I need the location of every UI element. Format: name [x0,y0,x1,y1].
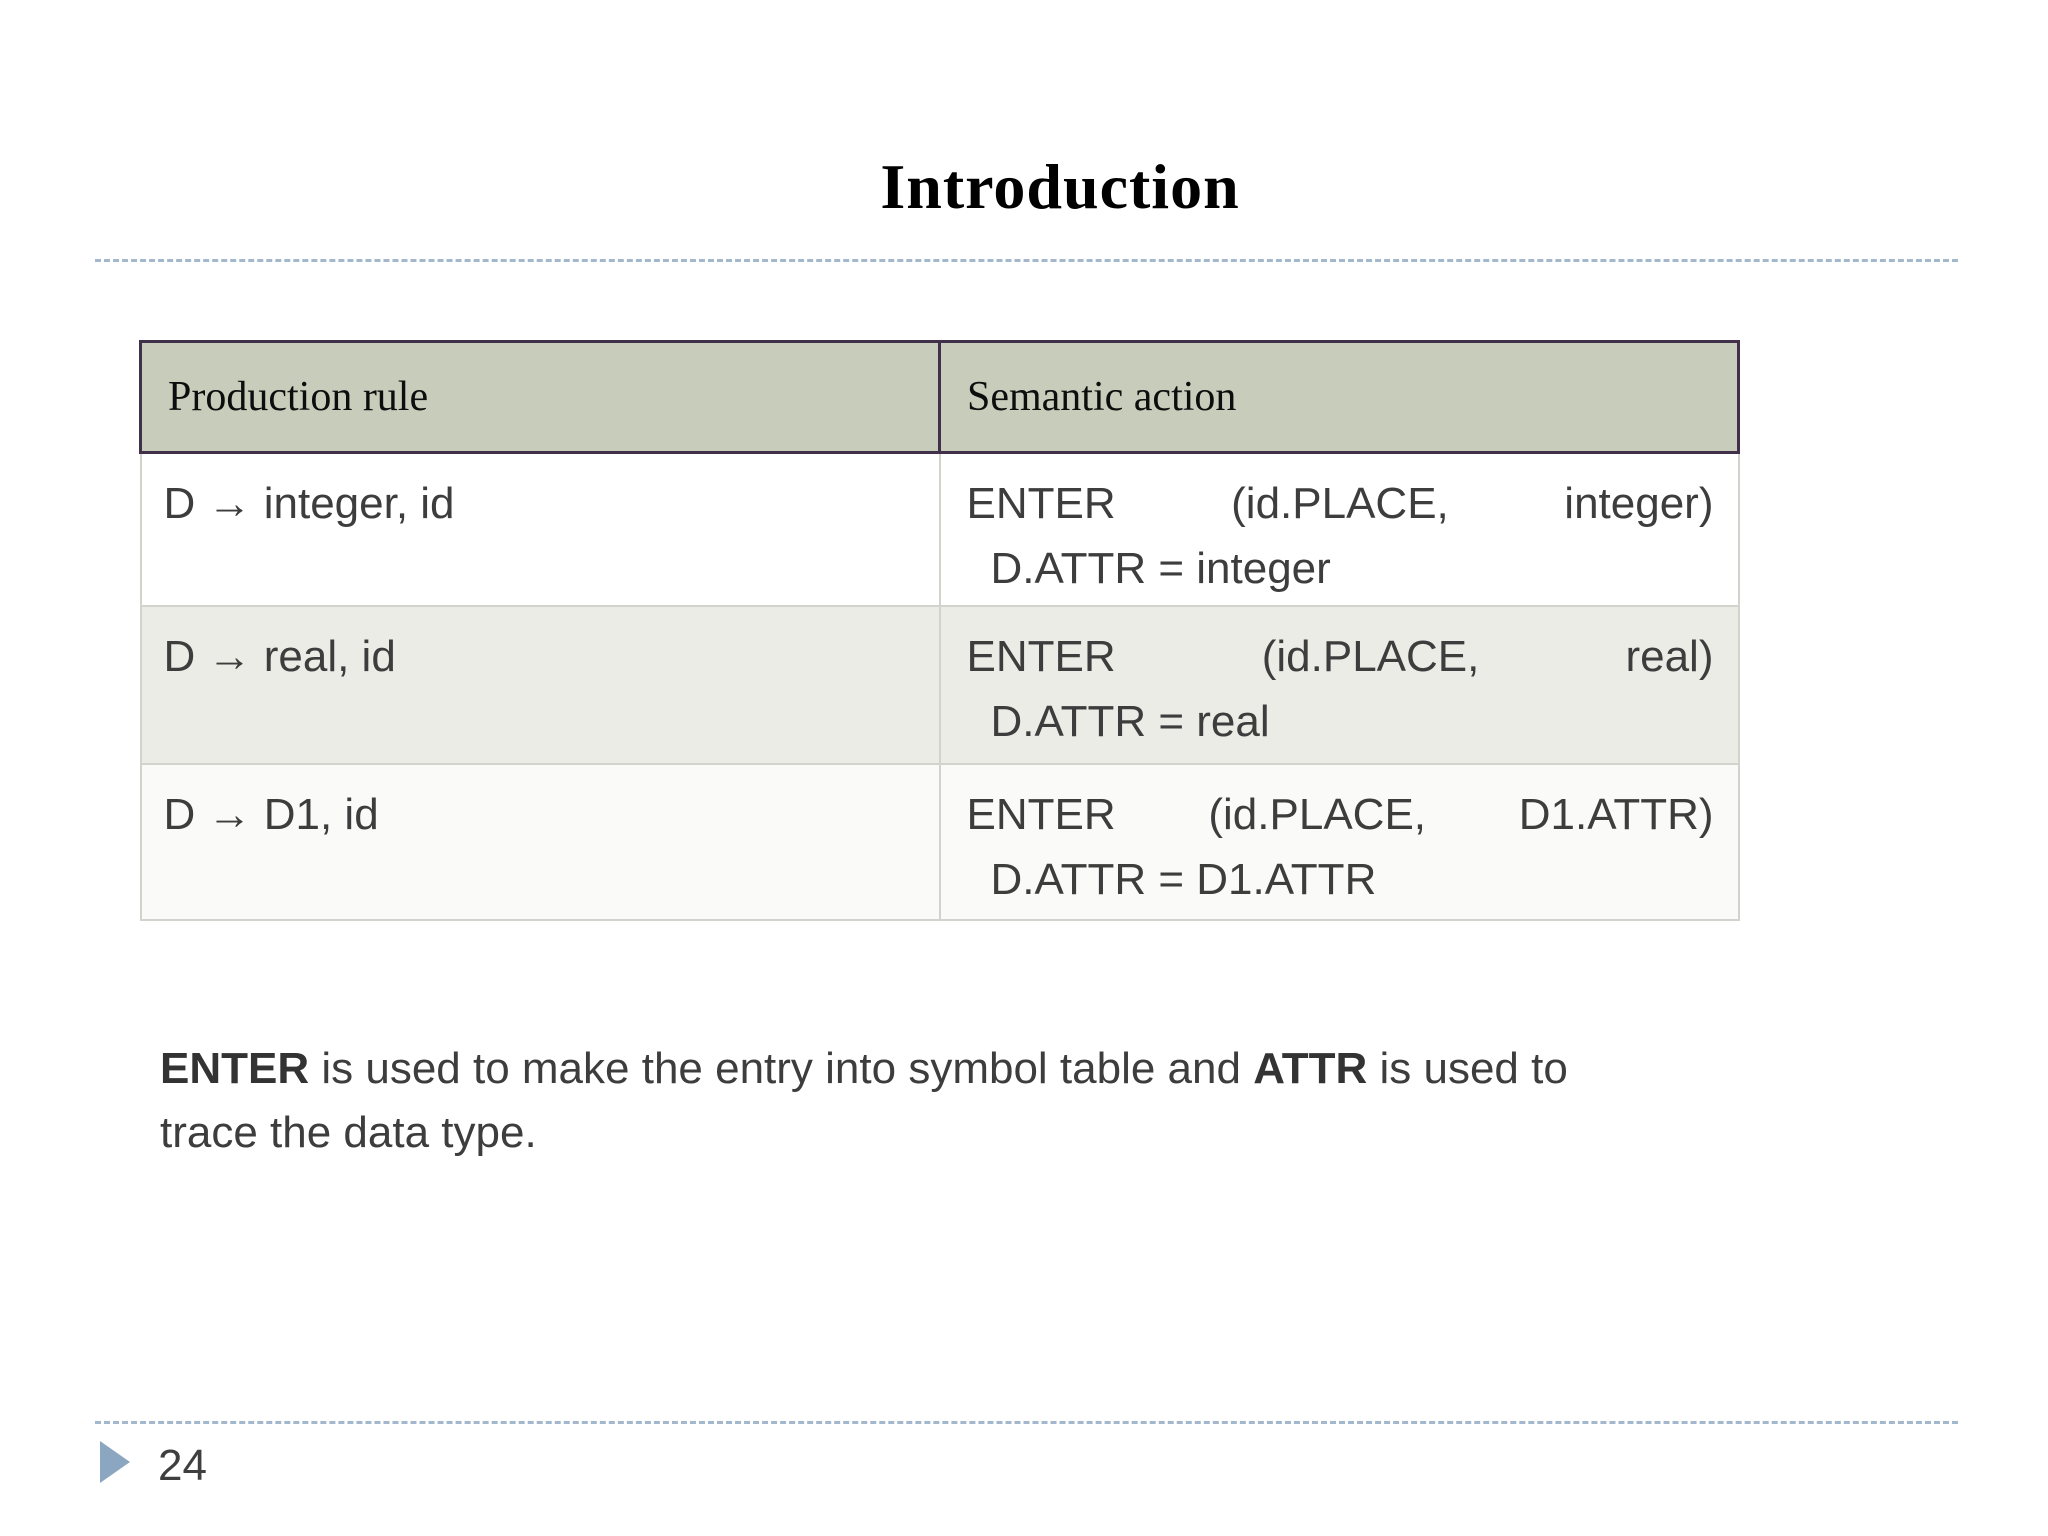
action-token: (id.PLACE, [1231,479,1449,528]
table-row: D → D1, id ENTER (id.PLACE, D1.ATTR) D.A… [139,762,1740,921]
action-token: ENTER [966,789,1116,839]
right-triangle-icon [100,1441,130,1483]
production-rule-text: D → real, id [163,631,396,681]
note-bold-enter: ENTER [160,1044,310,1093]
production-rule-text: D → D1, id [163,789,379,839]
table-header-row: Production rule Semantic action [139,340,1740,454]
semantic-action-line2: D.ATTR = D1.ATTR [990,854,1377,904]
table-row: D → integer, id ENTER (id.PLACE, integer… [139,451,1740,607]
page-number: 24 [158,1441,207,1490]
explanatory-note: ENTER is used to make the entry into sym… [160,1037,1620,1165]
semantic-action-cell: ENTER (id.PLACE, integer) D.ATTR = integ… [938,451,1740,607]
production-rule-text: D → integer, id [163,479,455,528]
semantic-action-cell: ENTER (id.PLACE, D1.ATTR) D.ATTR = D1.AT… [938,762,1740,921]
note-text: is used to make the entry into symbol ta… [309,1044,1254,1093]
action-token: ENTER [966,631,1116,681]
semantic-action-cell: ENTER (id.PLACE, real) D.ATTR = real [938,604,1740,765]
action-token: ENTER [966,479,1116,528]
footer-divider-dashed-line [95,1421,1958,1424]
production-rule-cell: D → D1, id [139,762,941,921]
semantic-action-line1: ENTER (id.PLACE, real) [963,631,1714,682]
action-token: (id.PLACE, [1208,789,1427,839]
note-text: is used to trace the data type. [160,1044,1568,1157]
column-header-production-rule: Production rule [139,340,941,454]
action-token: (id.PLACE, [1261,631,1480,681]
production-rule-cell: D → real, id [139,604,941,765]
semantic-actions-table: Production rule Semantic action D → inte… [139,340,1740,921]
table-row: D → real, id ENTER (id.PLACE, real) D.AT… [139,604,1740,765]
note-bold-attr: ATTR [1253,1044,1368,1093]
semantic-action-line1: ENTER (id.PLACE, integer) [963,478,1714,529]
action-token: integer) [1564,479,1714,528]
action-token: D1.ATTR) [1518,789,1714,839]
production-rule-cell: D → integer, id [139,451,941,607]
page-title: Introduction [880,151,1240,222]
semantic-action-line2: D.ATTR = real [990,696,1270,746]
semantic-action-line1: ENTER (id.PLACE, D1.ATTR) [963,789,1714,840]
title-divider-dashed-line [95,259,1958,262]
semantic-action-line2: D.ATTR = integer [990,544,1331,594]
column-header-semantic-action: Semantic action [938,340,1740,454]
action-token: real) [1625,631,1714,681]
